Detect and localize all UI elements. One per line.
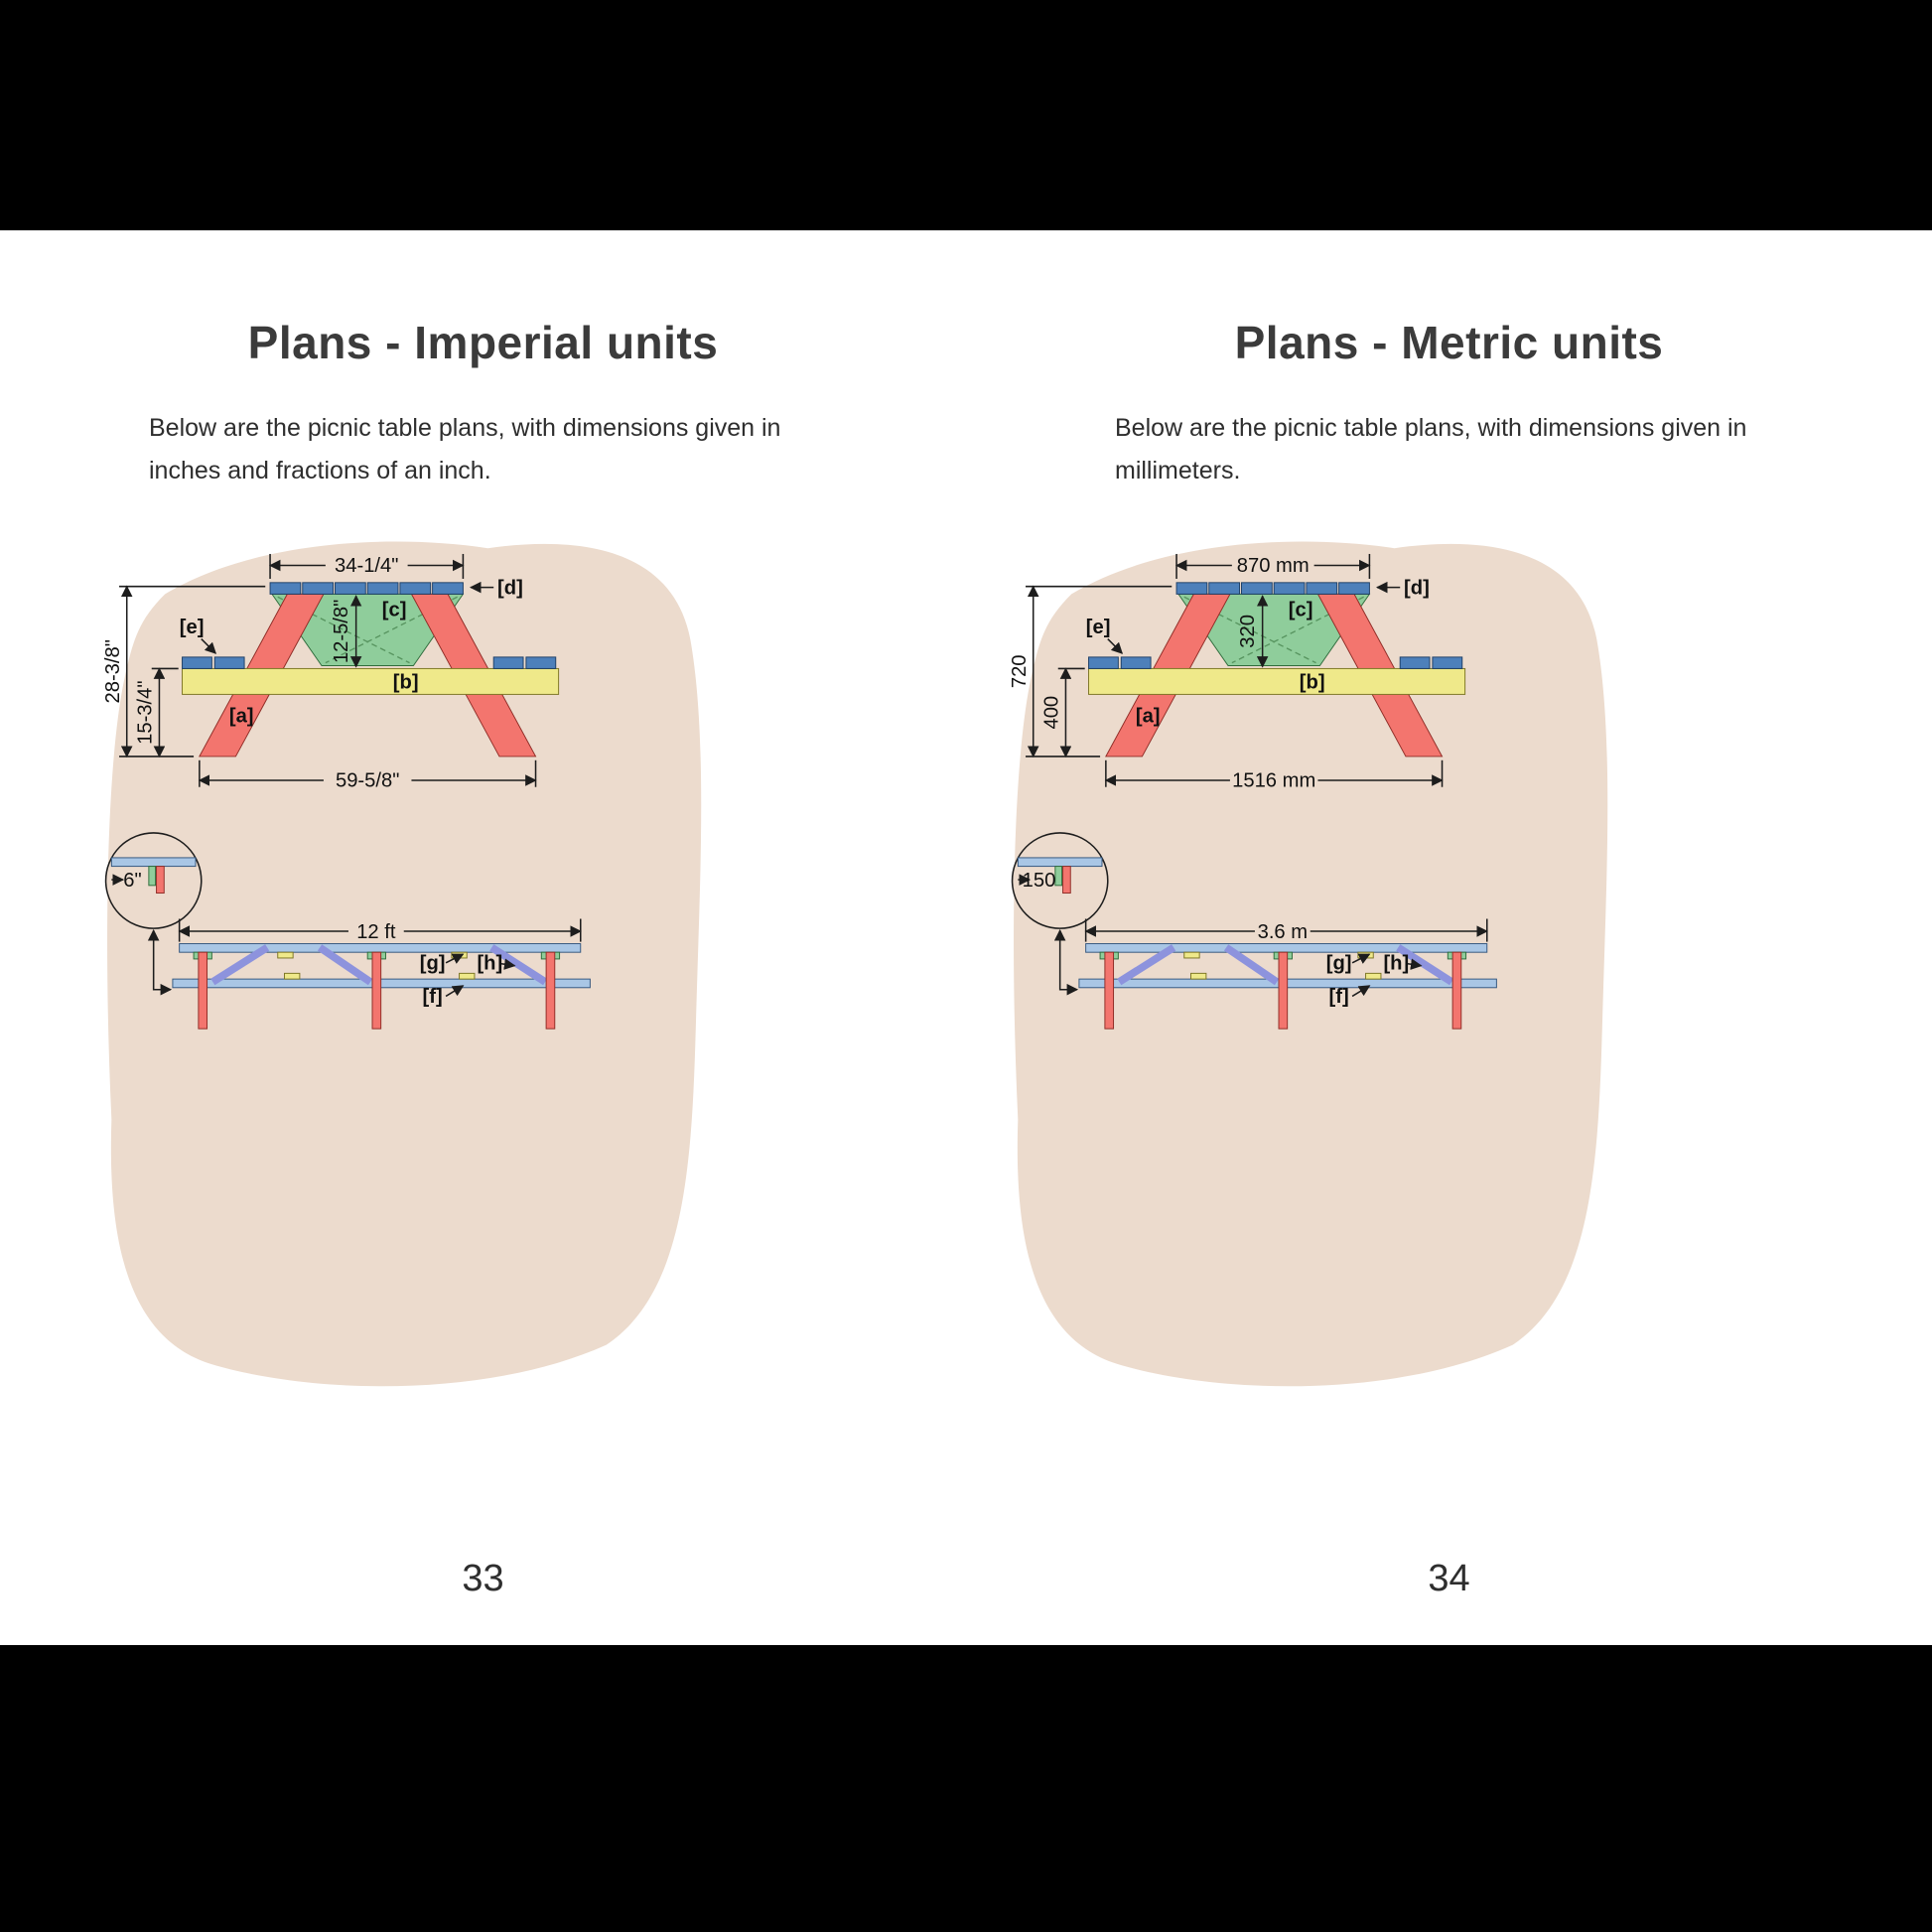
end-view: 34-1/4" [d] [e] [c] 12-5/8" 28-3/8" 15-3…	[102, 553, 560, 792]
dim-length: 3.6 m	[1258, 921, 1309, 943]
batten-g	[277, 951, 294, 959]
brace-h	[1396, 944, 1454, 986]
leader-line	[500, 958, 516, 970]
batten-f	[459, 972, 476, 980]
leader-line	[1107, 638, 1124, 654]
dim-total-height: 720	[1009, 654, 1031, 688]
tabletop-side	[1085, 943, 1488, 953]
seat-support-b	[182, 667, 560, 695]
batten-f	[1365, 972, 1382, 980]
brace-h	[1117, 944, 1176, 986]
detail-leg	[1062, 866, 1071, 895]
dim-inner-height: 12-5/8"	[331, 600, 352, 663]
side-view: 6" 12 ft	[104, 832, 591, 1030]
detail-tabletop	[110, 857, 197, 868]
leg-side	[1104, 951, 1115, 1030]
cross-support-c	[1177, 593, 1371, 667]
dim-seat-height: 15-3/4"	[135, 680, 157, 744]
leader-line	[445, 953, 465, 964]
label-a: [a]	[1136, 705, 1161, 727]
label-h: [h]	[477, 953, 502, 975]
diagram-imperial: 34-1/4" [d] [e] [c] 12-5/8" 28-3/8" 15-3…	[69, 498, 966, 1421]
label-c: [c]	[1289, 600, 1313, 621]
dim-seat-height: 400	[1041, 696, 1063, 730]
page-right-metric: Plans - Metric units Below are the picni…	[966, 230, 1932, 1645]
label-f: [f]	[1329, 986, 1349, 1008]
diagram-metric: 870 mm [d] [e] [c] 320 720 400 [b] [a]	[976, 498, 1932, 1421]
dim-total-height: 28-3/8"	[102, 639, 124, 703]
end-view: 870 mm [d] [e] [c] 320 720 400 [b] [a]	[1009, 553, 1466, 792]
brace-h	[489, 944, 548, 986]
label-e: [e]	[180, 617, 205, 638]
label-g: [g]	[420, 953, 446, 975]
seat-side	[1078, 978, 1497, 989]
label-b: [b]	[393, 672, 419, 694]
seat-support-b	[1088, 667, 1466, 695]
detail-leader	[1053, 928, 1079, 996]
detail-cleat	[148, 866, 157, 887]
batten-g	[451, 951, 468, 959]
page-number: 34	[1428, 1558, 1470, 1599]
leader-line	[1351, 953, 1371, 964]
dim-top-width: 870 mm	[1237, 555, 1310, 577]
page-left-imperial: Plans - Imperial units Below are the pic…	[0, 230, 966, 1645]
label-d: [d]	[497, 577, 523, 599]
brace-h	[317, 944, 373, 986]
cross-support-c	[271, 593, 465, 667]
leader-line	[201, 638, 217, 654]
label-a: [a]	[229, 705, 254, 727]
leg-side	[198, 951, 208, 1030]
leader-line	[1351, 985, 1371, 998]
picnic-table-plan: 870 mm [d] [e] [c] 320 720 400 [b] [a]	[1009, 541, 1608, 1387]
dim-detail-offset: 150	[1023, 870, 1056, 892]
tabletop-strips-d	[269, 582, 464, 595]
side-view: 150 3.6 m	[1011, 832, 1497, 1030]
page-title: Plans - Imperial units	[247, 317, 719, 368]
tabletop-side	[179, 943, 582, 953]
letterbox-bottom	[0, 1645, 1932, 1932]
page-title: Plans - Metric units	[1234, 317, 1664, 368]
picnic-table-plan: 34-1/4" [d] [e] [c] 12-5/8" 28-3/8" 15-3…	[102, 541, 702, 1387]
leg-side	[371, 951, 382, 1030]
intro-text: Below are the picnic table plans, with d…	[1115, 414, 1747, 484]
tabletop-strips-d	[1175, 582, 1370, 595]
dim-base-width: 1516 mm	[1232, 770, 1315, 792]
blob-background	[1014, 541, 1608, 1387]
letterbox-top	[0, 0, 1932, 230]
detail-leg	[156, 866, 165, 895]
detail-cleat	[1054, 866, 1063, 887]
brace-h	[210, 944, 270, 986]
label-c: [c]	[382, 600, 407, 621]
detail-leader	[147, 928, 173, 996]
book-spread: Plans - Imperial units Below are the pic…	[0, 230, 1932, 1645]
dim-top-width: 34-1/4"	[335, 555, 398, 577]
batten-g	[1183, 951, 1200, 959]
dim-inner-height: 320	[1237, 615, 1259, 648]
batten-f	[1190, 972, 1207, 980]
dim-length: 12 ft	[356, 921, 396, 943]
label-e: [e]	[1086, 617, 1111, 638]
label-b: [b]	[1300, 672, 1325, 694]
label-g: [g]	[1326, 953, 1352, 975]
leg-side	[545, 951, 556, 1030]
brace-h	[1223, 944, 1280, 986]
dim-detail-offset: 6"	[123, 870, 141, 892]
leg-side	[1278, 951, 1289, 1030]
leader-line	[1407, 958, 1423, 970]
page-number: 33	[462, 1558, 504, 1599]
batten-g	[1357, 951, 1374, 959]
seat-strips-e	[1088, 656, 1463, 669]
leg-side	[1451, 951, 1462, 1030]
detail-tabletop	[1017, 857, 1103, 868]
batten-f	[284, 972, 301, 980]
label-h: [h]	[1383, 953, 1409, 975]
label-d: [d]	[1404, 577, 1430, 599]
blob-background	[107, 541, 702, 1387]
seat-strips-e	[182, 656, 557, 669]
dim-base-width: 59-5/8"	[336, 770, 399, 792]
intro-text: Below are the picnic table plans, with d…	[149, 414, 781, 484]
label-f: [f]	[423, 986, 443, 1008]
leader-line	[445, 985, 465, 998]
